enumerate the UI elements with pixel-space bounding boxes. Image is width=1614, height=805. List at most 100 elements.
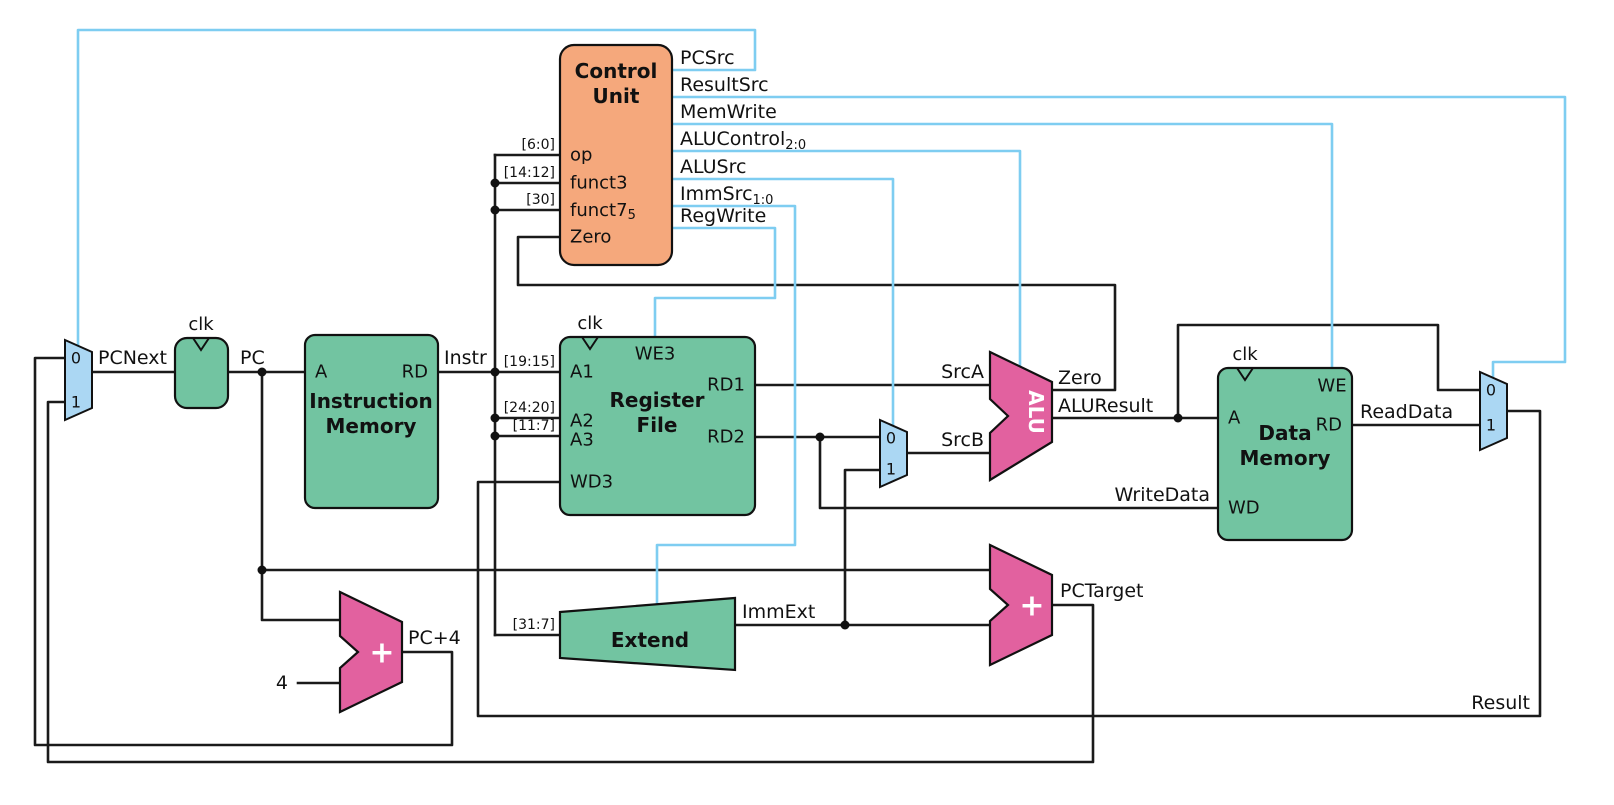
signal-label-pcsrc: PCSrc xyxy=(680,47,735,69)
control-unit-block xyxy=(558,43,674,267)
alu-title: ALU xyxy=(1024,390,1048,434)
signal-label-alucontrol: ALUControl2:0 xyxy=(680,128,806,153)
pc-register-block xyxy=(173,336,230,410)
wire-immext-branch xyxy=(843,468,882,627)
data-wires xyxy=(33,153,1542,764)
wire-label-instr: Instr xyxy=(444,347,487,369)
datamem-port-a: A xyxy=(1228,408,1241,429)
bit-slice-a3: [11:7] xyxy=(513,418,555,434)
wire-immsrc xyxy=(655,204,797,606)
wire-resultsrc xyxy=(670,95,1567,380)
wire-label-four: 4 xyxy=(276,672,288,694)
control-port-funct7: funct75 xyxy=(570,200,636,223)
regfile-port-a1: A1 xyxy=(570,362,594,383)
pcnext-mux-label-1: 1 xyxy=(71,393,81,412)
pcnext-mux xyxy=(64,338,93,422)
regfile-port-rd2: RD2 xyxy=(707,427,745,448)
instruction-memory-block xyxy=(303,333,440,510)
datamem-port-wd: WD xyxy=(1228,498,1260,519)
srcb-mux-label-1: 1 xyxy=(886,460,896,479)
datamem-title-line2: Memory xyxy=(1240,446,1331,470)
wire-label-pc: PC xyxy=(240,347,265,369)
junction-dot xyxy=(1173,413,1183,423)
bit-slice-funct7: [30] xyxy=(526,192,555,208)
wire-regwrite xyxy=(653,226,777,339)
signal-label-immsrc: ImmSrc1:0 xyxy=(680,183,773,208)
regfile-clk-edge-icon xyxy=(581,336,599,351)
junction-dot xyxy=(490,413,500,423)
imem-title-line1: Instruction xyxy=(309,389,433,413)
signal-label-resultsrc: ResultSrc xyxy=(680,74,769,96)
control-port-op: op xyxy=(570,145,592,166)
bit-slice-funct3: [14:12] xyxy=(504,165,555,181)
blocks xyxy=(64,43,1508,714)
wire-pcsrc xyxy=(76,28,757,348)
wire-alucontrol xyxy=(670,149,1022,369)
wire-label-pctarget: PCTarget xyxy=(1060,580,1144,602)
junction-dot xyxy=(815,432,825,442)
data-memory-block xyxy=(1216,366,1354,542)
wire-result xyxy=(476,409,1542,718)
wire-label-immext: ImmExt xyxy=(742,601,815,623)
signal-label-regwrite: RegWrite xyxy=(680,205,766,227)
junction-dot xyxy=(490,431,500,441)
pc-clk-label: clk xyxy=(188,314,214,335)
result-mux-label-0: 0 xyxy=(1486,381,1496,400)
wire-label-readdata: ReadData xyxy=(1360,401,1453,423)
extend-title: Extend xyxy=(611,628,689,652)
datamem-port-rd: RD xyxy=(1316,415,1342,436)
pctarget-adder-plus: + xyxy=(1019,589,1044,624)
bit-slice-a1: [19:15] xyxy=(504,354,555,370)
wire-aluresult-to-result-mux xyxy=(1176,323,1482,420)
control-port-funct3: funct3 xyxy=(570,173,628,194)
wire-pctarget-loop xyxy=(46,400,1095,764)
junction-dot xyxy=(257,367,267,377)
regfile-port-rd1: RD1 xyxy=(707,375,745,396)
wire-pcplus4-loop xyxy=(33,356,454,747)
signal-label-alusrc: ALUSrc xyxy=(680,156,746,178)
wire-writedata xyxy=(818,435,1220,510)
control-unit-title-line2: Unit xyxy=(593,84,640,108)
datamem-port-we: WE xyxy=(1317,376,1346,397)
junction-dots xyxy=(257,178,1183,630)
datamem-clk-label: clk xyxy=(1232,344,1258,365)
wire-pc-branch-to-adder xyxy=(260,370,342,622)
result-mux xyxy=(1479,370,1508,452)
wire-label-writedata: WriteData xyxy=(1114,484,1210,506)
bit-slice-extend: [31:7] xyxy=(513,617,555,633)
control-unit-title-line1: Control xyxy=(575,59,658,83)
regfile-port-we3: WE3 xyxy=(635,344,676,365)
imem-port-rd: RD xyxy=(402,362,428,383)
pctarget-adder-block xyxy=(988,543,1054,667)
srcb-mux-label-0: 0 xyxy=(886,429,896,448)
junction-dot xyxy=(490,205,500,215)
pcplus4-adder-plus: + xyxy=(369,636,394,671)
wire-label-pcnext: PCNext xyxy=(98,347,167,369)
wire-label-pcplus4: PC+4 xyxy=(408,627,461,649)
alu-block xyxy=(988,350,1054,482)
result-mux-label-1: 1 xyxy=(1486,416,1496,435)
control-wires xyxy=(76,28,1567,606)
regfile-title-line1: Register xyxy=(609,388,704,412)
srcb-mux xyxy=(879,418,908,489)
wire-label-result: Result xyxy=(1471,692,1530,714)
regfile-port-wd3: WD3 xyxy=(570,472,613,493)
bit-slice-op: [6:0] xyxy=(522,137,555,153)
pcnext-mux-label-0: 0 xyxy=(71,349,81,368)
regfile-port-a3: A3 xyxy=(570,430,594,451)
register-file-block xyxy=(558,335,757,517)
junction-dot xyxy=(840,620,850,630)
wire-zero-feedback xyxy=(516,235,1117,392)
datamem-title-line1: Data xyxy=(1258,421,1311,445)
wire-label-srca: SrcA xyxy=(941,361,984,383)
pcplus4-adder-block xyxy=(338,590,404,714)
wire-alusrc xyxy=(670,177,895,427)
imem-title-line2: Memory xyxy=(326,414,417,438)
datamem-clk-edge-icon xyxy=(1236,367,1254,382)
junction-dot xyxy=(257,565,267,575)
wire-label-srcb: SrcB xyxy=(941,429,984,451)
regfile-port-a2: A2 xyxy=(570,411,594,432)
extend-block xyxy=(558,596,737,672)
control-port-zero: Zero xyxy=(570,227,611,248)
